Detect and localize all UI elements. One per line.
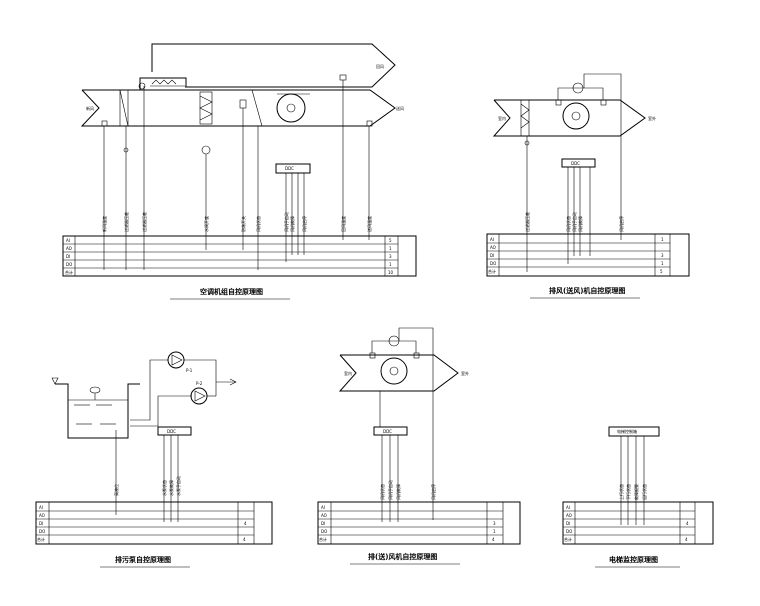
pump-row-2: DI bbox=[39, 521, 43, 526]
fan1-count-0: 1 bbox=[661, 237, 664, 242]
fan2-title: 排(送)风机自控原理图 bbox=[368, 552, 437, 561]
fan2-row-4: 合计 bbox=[319, 536, 327, 542]
pump-row-0: AI bbox=[39, 505, 43, 510]
elevator-signal-2: 故障报警 bbox=[633, 484, 639, 500]
pump-2-label: P-2 bbox=[196, 381, 203, 386]
ahu-row-2: DI bbox=[66, 254, 70, 259]
ahu-signal-6: 风机手自动 bbox=[283, 212, 289, 232]
elevator-signal-0: 上行状态 bbox=[618, 484, 624, 500]
fan2-row-3: DO bbox=[321, 529, 327, 534]
fan-diagram-1: 室内 室外 DDC 过滤器压差 风机状态 风机手自动 风机故障 风机启停 AI … bbox=[486, 73, 690, 299]
ahu-signal-2: 过滤器压差 bbox=[141, 212, 147, 232]
pump-signal-1: 水泵状态 bbox=[161, 480, 167, 496]
pump-signal-3: 水泵手自动 bbox=[175, 476, 181, 496]
fan1-signal-0: 过滤器压差 bbox=[524, 212, 530, 232]
fan-diagram-2: 室内 室外 DDC 风机状态 风机手自动 风机故障 风机启停 AI AO DI … bbox=[317, 327, 521, 565]
elevator-row-1: AO bbox=[566, 513, 572, 518]
fan1-inlet-label: 室内 bbox=[498, 115, 506, 121]
pump-row-3: DO bbox=[39, 529, 45, 534]
fan2-icon bbox=[380, 357, 408, 385]
fan1-row-0: AI bbox=[490, 237, 494, 242]
fan2-signal-1: 风机手自动 bbox=[387, 480, 393, 500]
ahu-count-3: 1 bbox=[389, 262, 392, 267]
ahu-signal-9: 回风温度 bbox=[340, 216, 346, 232]
fan1-signal-3: 风机故障 bbox=[577, 216, 583, 232]
ahu-count-0: 5 bbox=[389, 238, 392, 243]
pump-signal-0: 高液位 bbox=[113, 484, 119, 496]
ahu-diagram: 回风 新风 送风 DDC bbox=[62, 43, 417, 300]
elevator-box-label: 电梯控制箱 bbox=[617, 428, 637, 434]
elevator-signal-3: 运行状态 bbox=[641, 484, 647, 500]
ahu-signal-1: 过滤器压差 bbox=[123, 212, 129, 232]
ahu-row-4: 合计 bbox=[65, 269, 73, 275]
pump-1-label: P-1 bbox=[186, 368, 193, 373]
ahu-count-1: 1 bbox=[389, 246, 392, 251]
fan1-signal-1: 风机状态 bbox=[565, 216, 571, 232]
pump-ddc-label: DDC bbox=[167, 429, 176, 434]
elevator-row-2: DI bbox=[566, 521, 570, 526]
fan2-count-2: 3 bbox=[493, 521, 496, 526]
pump-row-1: AO bbox=[39, 513, 45, 518]
ahu-ddc-label: DDC bbox=[285, 166, 294, 171]
fan2-row-1: AO bbox=[321, 513, 327, 518]
ahu-row-1: AO bbox=[66, 246, 72, 251]
pump-diagram: P-1 P-2 DDC 高液位 水泵状态 水泵故障 水泵手自动 AI AO DI… bbox=[35, 351, 273, 568]
fan2-count-4: 4 bbox=[492, 537, 495, 542]
fan1-count-2: 3 bbox=[661, 253, 664, 258]
fan2-signal-2: 风机故障 bbox=[395, 484, 401, 500]
ahu-signal-3: 水阀开度 bbox=[203, 216, 209, 232]
ahu-signal-4: 防冻开关 bbox=[240, 216, 246, 232]
elevator-signal-1: 下行状态 bbox=[625, 484, 631, 500]
pump-row-4: 合计 bbox=[37, 536, 45, 542]
ahu-signal-10: 送风温度 bbox=[366, 216, 372, 232]
fan2-inlet-label: 室内 bbox=[344, 370, 352, 376]
fan1-outlet-label: 室外 bbox=[648, 115, 656, 121]
pump-count-2: 4 bbox=[244, 521, 247, 526]
elevator-diagram: 电梯控制箱 上行状态 下行状态 故障报警 运行状态 AI AO DI DO 合计… bbox=[562, 426, 714, 568]
fan2-row-2: DI bbox=[321, 521, 325, 526]
ahu-count-2: 3 bbox=[389, 254, 392, 259]
ahu-title: 空调机组自控原理图 bbox=[200, 287, 263, 296]
fan2-ddc-label: DDC bbox=[383, 429, 392, 434]
fan2-outlet-label: 室外 bbox=[461, 370, 469, 376]
ahu-signal-5: 风机状态 bbox=[255, 216, 261, 232]
ahu-signal-8: 风机启停 bbox=[301, 216, 307, 232]
fan1-count-4: 5 bbox=[660, 269, 663, 274]
fan1-ddc-label: DDC bbox=[571, 161, 580, 166]
fan1-row-2: DI bbox=[490, 253, 494, 258]
fan1-row-1: AO bbox=[490, 245, 496, 250]
exhaust-label: 回风 bbox=[376, 64, 384, 69]
ahu-fan-icon bbox=[276, 93, 306, 123]
ahu-count-4: 10 bbox=[388, 270, 394, 275]
pump-title: 排污泵自控原理图 bbox=[115, 555, 171, 564]
ahu-signal-0: 新风温度 bbox=[101, 216, 107, 232]
ahu-signal-7: 风机故障 bbox=[289, 216, 295, 232]
elevator-row-3: DO bbox=[566, 529, 572, 534]
fan2-signal-3: 风机启停 bbox=[430, 484, 436, 500]
elevator-row-4: 合计 bbox=[564, 536, 572, 542]
fan1-signal-4: 风机启停 bbox=[618, 216, 624, 232]
fan2-signal-0: 风机状态 bbox=[379, 484, 385, 500]
ahu-row-3: DO bbox=[66, 262, 72, 267]
pump-signal-2: 水泵故障 bbox=[168, 480, 174, 496]
ahu-row-0: AI bbox=[66, 238, 70, 243]
fan1-icon bbox=[562, 102, 590, 130]
ahu-outlet-label: 送风 bbox=[396, 105, 404, 111]
ahu-inlet-label: 新风 bbox=[86, 105, 94, 111]
elevator-title: 电梯监控原理图 bbox=[609, 555, 658, 564]
fan1-title: 排风(送风)机自控原理图 bbox=[549, 286, 625, 295]
elevator-count-2: 4 bbox=[686, 521, 689, 526]
elevator-row-0: AI bbox=[566, 505, 570, 510]
fan1-row-3: DO bbox=[490, 261, 496, 266]
fan2-row-0: AI bbox=[321, 505, 325, 510]
elevator-count-4: 4 bbox=[685, 537, 688, 542]
fan1-count-3: 1 bbox=[661, 261, 664, 266]
fan2-count-3: 1 bbox=[493, 529, 496, 534]
fan1-row-4: 合计 bbox=[488, 268, 496, 274]
fan1-signal-2: 风机手自动 bbox=[571, 212, 577, 232]
pump-count-4: 4 bbox=[243, 537, 246, 542]
